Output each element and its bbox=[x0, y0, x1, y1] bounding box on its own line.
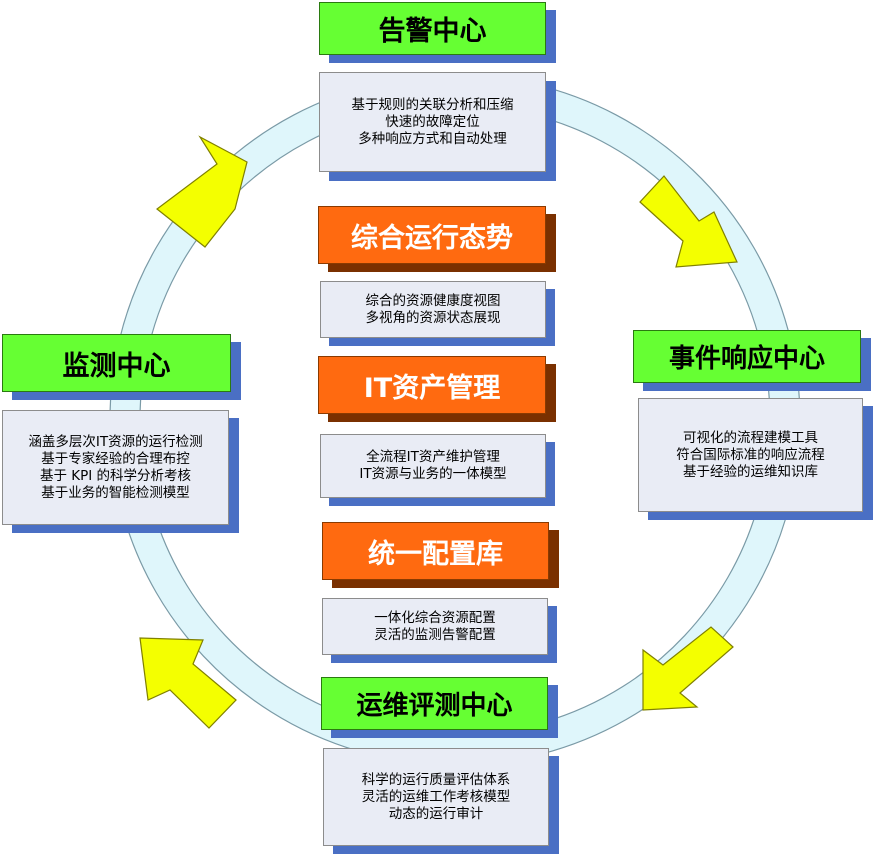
incident-center-title: 事件响应中心 bbox=[633, 330, 861, 383]
arrow-bottom-to-left-icon bbox=[139, 637, 237, 729]
desc-line: 综合的资源健康度视图 bbox=[365, 292, 501, 309]
desc-line: 基于经验的运维知识库 bbox=[683, 463, 818, 480]
desc-line: 动态的运行审计 bbox=[388, 805, 484, 822]
incident-center-desc: 可视化的流程建模工具 符合国际标准的响应流程 基于经验的运维知识库 bbox=[638, 398, 863, 512]
arrow-left-to-top-icon bbox=[156, 135, 248, 248]
config-db-title: 统一配置库 bbox=[322, 522, 549, 580]
it-asset-title: IT资产管理 bbox=[318, 356, 546, 414]
desc-line: 基于专家经验的合理布控 bbox=[41, 450, 190, 467]
monitor-center-title: 监测中心 bbox=[2, 334, 231, 392]
it-asset-desc: 全流程IT资产维护管理 IT资源与业务的一体模型 bbox=[320, 434, 546, 498]
situation-title: 综合运行态势 bbox=[318, 206, 546, 264]
desc-line: 基于规则的关联分析和压缩 bbox=[351, 96, 514, 113]
desc-line: 快速的故障定位 bbox=[385, 113, 480, 130]
evaluation-center-desc: 科学的运行质量评估体系 灵活的运维工作考核模型 动态的运行审计 bbox=[323, 748, 549, 846]
desc-line: 全流程IT资产维护管理 bbox=[366, 449, 500, 465]
desc-line: 一体化综合资源配置 bbox=[374, 609, 496, 626]
desc-line: IT资源与业务的一体模型 bbox=[359, 466, 507, 482]
desc-line: 灵活的运维工作考核模型 bbox=[361, 788, 511, 805]
situation-desc: 综合的资源健康度视图 多视角的资源状态展现 bbox=[320, 281, 546, 338]
desc-line: 多视角的资源状态展现 bbox=[365, 309, 501, 326]
desc-line: 可视化的流程建模工具 bbox=[683, 429, 818, 446]
arrow-right-to-bottom-icon bbox=[642, 626, 734, 711]
evaluation-center-title: 运维评测中心 bbox=[321, 677, 548, 730]
desc-line: 多种响应方式和自动处理 bbox=[358, 130, 507, 147]
monitor-center-desc: 涵盖多层次IT资源的运行检测 基于专家经验的合理布控 基于 KPI 的科学分析考… bbox=[2, 410, 229, 525]
alarm-center-desc: 基于规则的关联分析和压缩 快速的故障定位 多种响应方式和自动处理 bbox=[319, 72, 546, 172]
config-db-desc: 一体化综合资源配置 灵活的监测告警配置 bbox=[322, 598, 548, 655]
desc-line: 基于业务的智能检测模型 bbox=[41, 484, 190, 501]
desc-line: 灵活的监测告警配置 bbox=[374, 626, 496, 643]
arrow-top-to-right-icon bbox=[639, 175, 738, 268]
desc-line: 基于 KPI 的科学分析考核 bbox=[39, 467, 192, 484]
desc-line: 涵盖多层次IT资源的运行检测 bbox=[28, 433, 203, 450]
alarm-center-title: 告警中心 bbox=[319, 2, 546, 55]
desc-line: 科学的运行质量评估体系 bbox=[361, 771, 511, 788]
desc-line: 符合国际标准的响应流程 bbox=[676, 446, 825, 463]
